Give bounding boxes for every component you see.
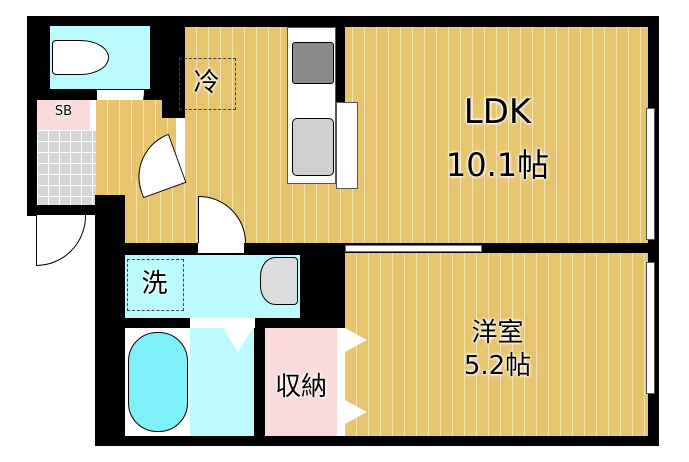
window-ldk[interactable] xyxy=(646,108,655,240)
toilet-icon xyxy=(52,40,109,75)
washbasin-icon xyxy=(260,257,298,305)
stove-icon xyxy=(292,42,334,84)
sink-icon xyxy=(292,118,334,176)
entrance-door[interactable] xyxy=(36,215,86,266)
ldk-size: 10.1帖 xyxy=(445,146,550,184)
western-room-label: 洋室 xyxy=(471,318,524,348)
closet-door-top[interactable] xyxy=(345,328,367,352)
storage-door[interactable] xyxy=(337,328,345,436)
kitchen-wall xyxy=(336,27,345,102)
wash-door[interactable] xyxy=(198,243,244,253)
outer-wall-left xyxy=(27,16,37,216)
storage-room xyxy=(265,328,337,436)
fridge-label: 冷 xyxy=(193,68,220,98)
bath-door-frame xyxy=(190,318,255,328)
western-room-floor xyxy=(345,253,648,436)
entrance-floor xyxy=(37,130,100,205)
ldk-floor xyxy=(185,27,648,243)
fridge-space xyxy=(179,58,236,110)
western-room-size: 5.2帖 xyxy=(463,351,532,381)
shoe-box-label: SB xyxy=(54,104,73,119)
kitchen-panel xyxy=(336,102,358,189)
outer-wall-top xyxy=(27,16,659,27)
outer-wall-bottom xyxy=(95,436,659,446)
washer-label: 洗 xyxy=(141,269,168,299)
window-western[interactable] xyxy=(646,262,655,394)
sliding-door[interactable] xyxy=(345,245,482,252)
shoe-box xyxy=(37,100,90,130)
bath-door-icon[interactable] xyxy=(223,328,253,352)
ldk-label: LDK xyxy=(463,92,532,132)
bathtub-icon xyxy=(128,332,188,432)
closet-door-bottom[interactable] xyxy=(345,400,367,424)
hall-wall-2 xyxy=(175,27,185,118)
storage-label: 収納 xyxy=(274,372,327,402)
washer-space xyxy=(127,259,184,311)
entrance-wall xyxy=(27,205,125,215)
hall-wall-3 xyxy=(95,195,125,245)
